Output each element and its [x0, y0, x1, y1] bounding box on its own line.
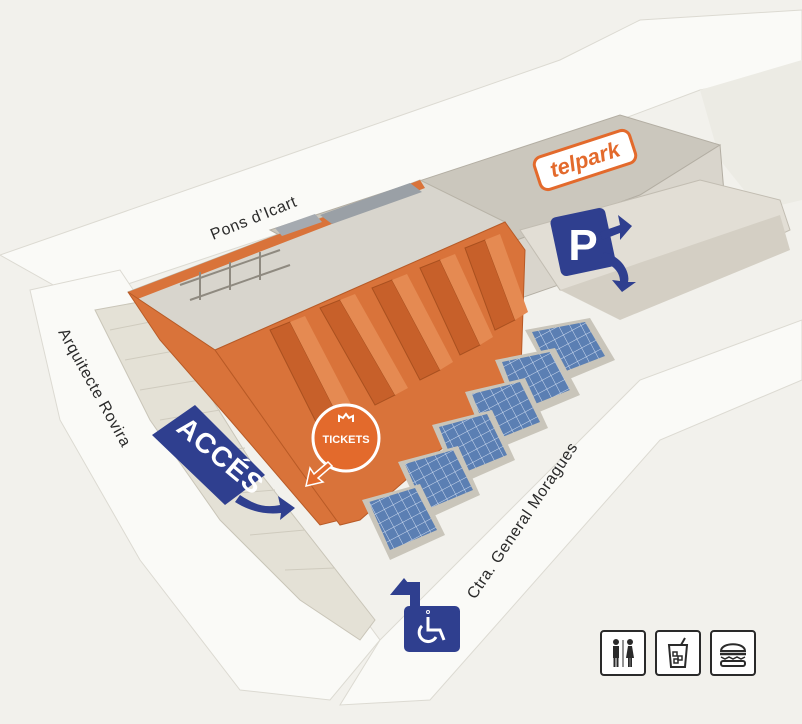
- restrooms-icon: [600, 630, 646, 676]
- access-arrow-icon: [235, 495, 295, 520]
- tickets-sign[interactable]: TICKETS: [305, 403, 381, 488]
- accessible-entrance[interactable]: [390, 578, 460, 652]
- tickets-badge: [311, 403, 381, 473]
- amenities-legend: [600, 630, 756, 676]
- access-badge: [152, 405, 265, 505]
- solar-terraces: [362, 318, 615, 560]
- tickets-arrow-icon: [305, 460, 334, 488]
- facade-fins-light: [290, 234, 528, 420]
- wheelchair-icon: [417, 610, 446, 644]
- parking-icon: [550, 207, 616, 277]
- tickets-label: TICKETS: [322, 434, 369, 446]
- roof-trusses: [179, 249, 291, 301]
- parking-arrow-east-icon: [600, 215, 632, 240]
- parking-sign[interactable]: P: [549, 207, 636, 292]
- roof-skylights-2: [275, 214, 322, 236]
- road-north: [0, 9, 802, 301]
- accessible-arrowhead: [390, 578, 418, 595]
- parking-arrow-down-icon: [600, 252, 636, 292]
- roof-skylights: [320, 183, 422, 224]
- road-east: [700, 60, 802, 210]
- parking-letter: P: [568, 221, 597, 270]
- ticket-icon: [338, 412, 354, 422]
- parking-lower-deck: [560, 215, 790, 320]
- burger-icon: [710, 630, 756, 676]
- drinks-icon: [655, 630, 701, 676]
